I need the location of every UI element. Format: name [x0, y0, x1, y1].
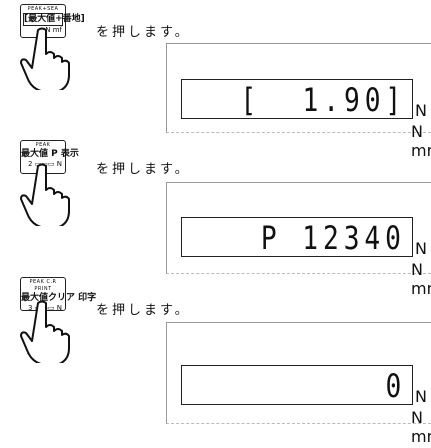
key-unit-label: N mf — [45, 26, 62, 34]
lcd-readout: P 12340 — [181, 217, 413, 257]
unit-sublabel: N mm — [411, 122, 431, 160]
key-main-label: 最大値 P 表示 — [21, 149, 79, 159]
key-unit-label: 2 ▭▭▭ N — [28, 160, 62, 168]
display-panel: P 12340 N N mm — [166, 182, 431, 298]
key-top-label: PEAK+SEA — [27, 6, 59, 12]
unit-label: N — [415, 101, 427, 120]
peak-display-key[interactable]: PEAK 最大値 P 表示 2 ▭▭▭ N — [6, 140, 90, 232]
key-main-label: 最大値クリア 印字 — [21, 293, 97, 303]
step-2-instruction: を押します。 — [96, 162, 191, 177]
key-top-label: PEAK C.R PRINT — [29, 279, 57, 292]
key-face[interactable]: PEAK+SEA [最大値+番地] N mf — [20, 4, 85, 38]
unit-label: N — [415, 239, 427, 258]
pointing-hand-icon — [20, 300, 70, 363]
lcd-readout: 0 — [181, 365, 413, 405]
step-3-instruction: を押します。 — [96, 303, 191, 318]
unit-label: N — [415, 387, 427, 406]
pointing-hand-icon — [20, 163, 70, 226]
unit-sublabel: N mm — [411, 260, 431, 298]
lcd-value: P 12340 — [260, 219, 406, 257]
display-panel: 0 N N mm — [166, 322, 431, 446]
key-main-label: [最大値+番地] — [23, 13, 85, 26]
pointing-hand-icon — [20, 27, 70, 90]
key-top-label: PEAK — [35, 142, 51, 148]
lcd-readout: [ 1.90] — [181, 79, 413, 119]
lcd-value: [ 1.90] — [240, 81, 406, 119]
unit-sublabel: N mm — [411, 408, 431, 446]
peak-sea-key[interactable]: PEAK+SEA [最大値+番地] N mf — [6, 4, 90, 96]
peak-clear-print-key[interactable]: PEAK C.R PRINT 最大値クリア 印字 3 ▭▭▭ N — [6, 277, 97, 369]
display-panel: [ 1.90] N N mm — [166, 43, 431, 160]
lcd-value: 0 — [385, 367, 406, 405]
step-1-instruction: を押します。 — [96, 25, 191, 40]
